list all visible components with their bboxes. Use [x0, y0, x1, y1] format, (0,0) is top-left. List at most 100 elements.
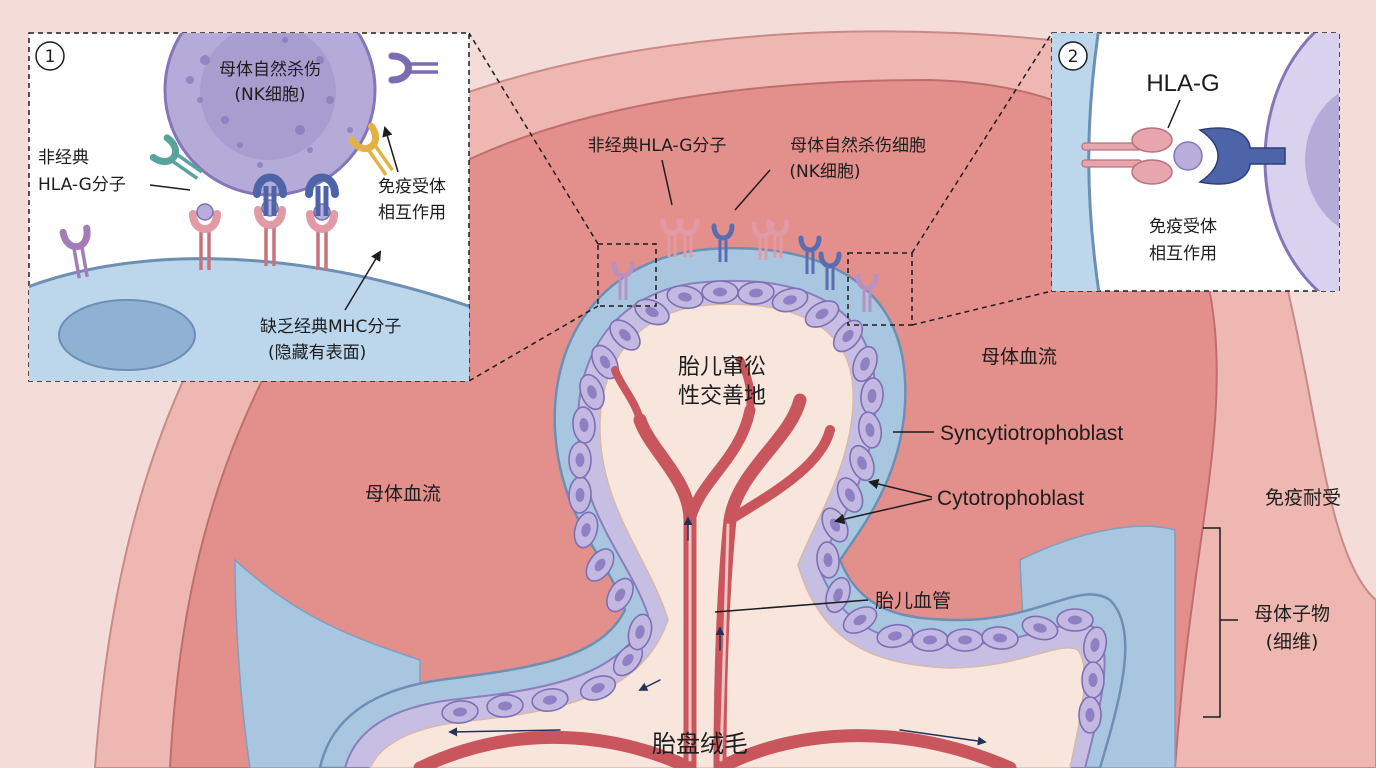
fetal-vessel-leader [714, 599, 869, 613]
nk-granule [307, 147, 313, 153]
inset-1: 1 母体自然杀伤 (NK细胞) 非经典 HLA-G分子 免疫受体 相互作用 缺乏… [28, 32, 470, 382]
cytotrophoblast-cell [816, 541, 840, 579]
cytotrophoblast-cell [627, 613, 653, 651]
nk-granules [186, 37, 353, 168]
cytotrophoblast-cell [771, 287, 809, 313]
cytotrophoblast-cell [612, 643, 644, 677]
inset-1-immune-arrow [382, 125, 399, 173]
fetal-vessel-label: 胎儿血管 [875, 590, 951, 612]
inset-1-mhc-label-1: 缺乏经典MHC分子 [260, 317, 401, 337]
inset-1-receptors [59, 52, 438, 279]
cytotrophoblast-cell [568, 441, 592, 479]
cytotrophoblast-cell [606, 577, 634, 613]
nk-cell-top-label-2: (NK细胞) [789, 162, 860, 182]
nk-granule [221, 116, 229, 124]
inset-2-immune-label-2: 相互作用 [1149, 244, 1217, 264]
nk-granule [200, 55, 210, 65]
nk-granule [347, 127, 353, 133]
maternal-blood-right-label: 母体血流 [981, 346, 1057, 368]
nk-granule [326, 96, 334, 104]
cytotrophoblast-cell [946, 628, 984, 652]
nonclassical-hla-label: 非经典HLA-G分子 [588, 136, 727, 156]
cytotrophoblast-cell [701, 280, 739, 304]
cytotrophoblast-cell [568, 476, 592, 514]
cytotrophoblast-cell [531, 688, 569, 712]
hla-g-receptor [711, 223, 735, 262]
placental-villus-label: 胎盘绒毛 [652, 730, 748, 758]
callout-line-2b [911, 290, 1053, 326]
nk-granule [197, 97, 203, 103]
cytotrophoblast-cell [737, 281, 775, 305]
inset-1-hla-label-1: 非经典 [38, 148, 89, 168]
inset-1-nk-receptor [305, 173, 339, 216]
inset-1-mhc-arrow [344, 250, 382, 311]
fetal-vessels [413, 356, 1017, 768]
cytotrophoblast-cell [441, 700, 479, 724]
hla-g-receptor [798, 235, 822, 274]
cytotrophoblast-cell [579, 373, 605, 411]
inset-2-hla-g-molecule [1081, 127, 1203, 185]
cytotrophoblast-cell [585, 548, 615, 582]
maternal-tissue-label-2: (细维) [1266, 631, 1319, 653]
nk-granule [295, 125, 305, 135]
cytotrophoblast-cell [572, 406, 596, 444]
cytotrophoblast-arrow-2 [833, 498, 933, 525]
cytotrophoblast-cell [825, 576, 851, 614]
cytotrophoblast-cell [832, 319, 864, 353]
inset-1-number-badge [35, 41, 65, 71]
inset-1-hla-g [189, 203, 221, 270]
inset-1-hla-label-2: HLA-G分子 [38, 175, 126, 195]
inset-1-receptor-teal [149, 134, 203, 180]
inset-1-immune-label-1: 免疫受体 [378, 177, 446, 197]
hla-g-receptor [766, 219, 790, 258]
cytotrophoblast-cell [857, 411, 883, 449]
inset-1-receptor-yellow [348, 122, 394, 176]
cytotrophoblast-cell [804, 300, 840, 328]
nonclassical-hla-leader [661, 159, 673, 206]
surface-receptors [611, 218, 879, 312]
cytotrophoblast-arrow-1 [867, 478, 933, 498]
inset-1-mhc-label-2: (隐藏有表面) [268, 343, 366, 363]
inset-2: 2 HLA-G 免疫受体 相互作用 [1051, 32, 1340, 292]
nk-cell-top-leader [734, 169, 771, 211]
callout-line-2a [911, 32, 1053, 254]
inset-1-nk-label-1: 母体自然杀伤 [219, 60, 321, 80]
cytotrophoblast-cell [1056, 608, 1094, 632]
inset-1-hla-leader [149, 184, 191, 191]
maternal-tissue-bracket [1203, 527, 1221, 718]
maternal-tissue-label-1: 母体子物 [1254, 603, 1330, 625]
cytotrophoblast-cell [1081, 661, 1105, 699]
cytotrophoblast-cell [911, 628, 949, 652]
callout-box-2 [847, 252, 913, 326]
inset-2-number-badge [1058, 41, 1088, 71]
cytotrophoblast-cell [634, 298, 670, 326]
hla-g-receptor [818, 251, 842, 290]
inset-1-number: 1 [45, 47, 56, 67]
hla-g-receptor [676, 218, 700, 257]
cytotrophoblast-cell [836, 477, 864, 513]
maternal-blood-left-label: 母体血流 [365, 483, 441, 505]
nk-granule [186, 76, 194, 84]
inset-1-receptor-purple [59, 224, 91, 279]
nk-cell-top-label-1: 母体自然杀伤细胞 [790, 136, 926, 156]
nk-granule [257, 162, 263, 168]
inset-2-hla-g-label: HLA-G [1146, 70, 1219, 97]
nk-granule [237, 142, 243, 148]
fetal-stroma-label-2: 性交善地 [678, 384, 766, 409]
cytotrophoblast-cell [573, 511, 599, 549]
nk-granule [282, 37, 288, 43]
cytotrophoblast-cell [842, 606, 878, 634]
cytotrophoblast-cell [1078, 696, 1102, 734]
callout-box-1 [597, 243, 657, 307]
syncytiotrophoblast-label: Syncytiotrophoblast [940, 422, 1123, 445]
inset-2-nk-nucleus [1305, 93, 1339, 227]
hla-g-receptor [855, 273, 879, 312]
cytotrophoblast-label: Cytotrophoblast [937, 487, 1084, 510]
inset-1-nucleus [58, 299, 196, 371]
hla-g-receptor [611, 261, 635, 300]
callout-line-1b [468, 305, 599, 382]
cytotrophoblast-cell [981, 626, 1019, 650]
cytotrophoblast-cell [579, 675, 617, 701]
fetal-stroma-label-1: 胎儿窜彸 [678, 355, 766, 380]
cytotrophoblast-cell [486, 694, 524, 718]
